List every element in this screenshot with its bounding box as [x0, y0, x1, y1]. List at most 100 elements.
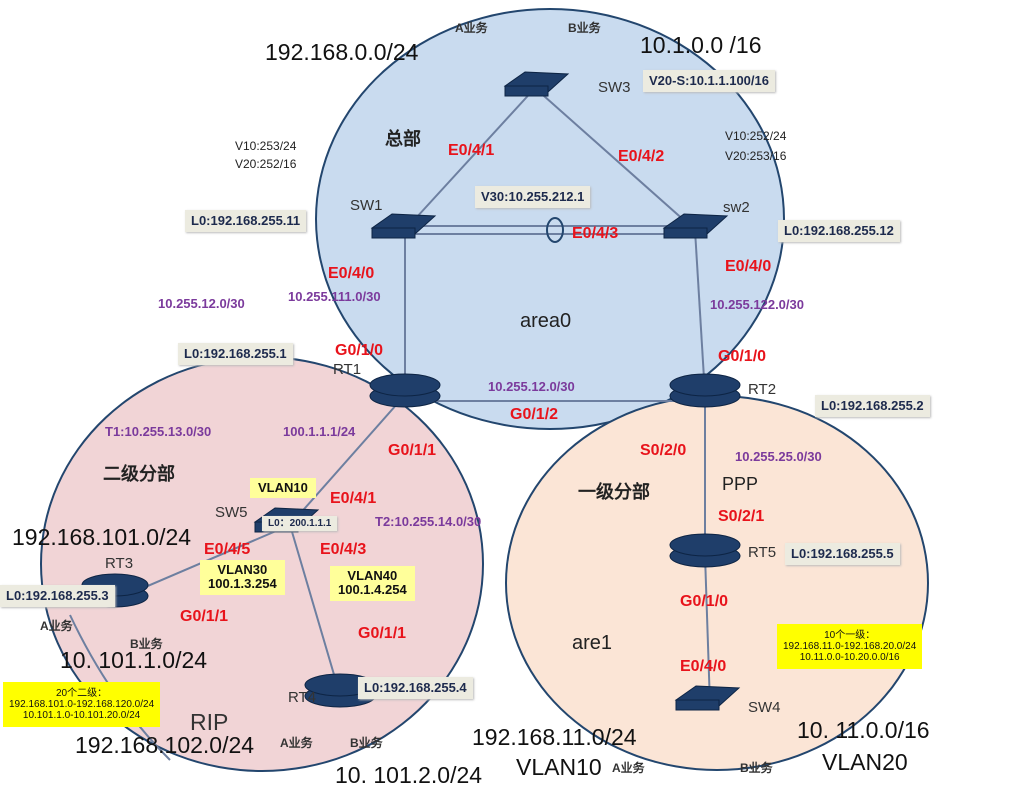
network-label: VLAN10: [516, 754, 602, 780]
link-label: 10.255.111.0/30: [288, 289, 381, 304]
rip-label: RIP: [190, 709, 229, 735]
are1-label: are1: [572, 632, 613, 654]
switch-icon-sw2: [662, 213, 729, 239]
interface-label: E0/4/1: [330, 490, 377, 507]
vlan40-address: 100.1.4.254: [338, 582, 407, 598]
vlan40-name: VLAN40: [347, 568, 398, 583]
switch-icon-sw3: [503, 71, 570, 97]
interface-label: S0/2/1: [718, 508, 765, 525]
switch-icon-sw4: [674, 685, 741, 711]
interface-label: S0/2/0: [640, 442, 687, 459]
network-label: 10.1.0.0 /16: [640, 32, 762, 58]
network-label: 192.168.102.0/24: [75, 732, 255, 758]
link-label: 10.255.12.0/30: [488, 379, 575, 394]
area0-label: area0: [520, 310, 572, 332]
vlan-label: V10:252/24: [725, 129, 787, 143]
network-label: 192.168.101.0/24: [12, 524, 192, 550]
loopback-box-sw5: L0：200.1.1.1: [262, 516, 338, 531]
link-label: 100.1.1.1/24: [283, 424, 356, 439]
link-label: 10.255.12.0/30: [158, 296, 245, 311]
vlan-label: V10:253/24: [235, 139, 297, 153]
note-line: 20个二级：: [56, 688, 108, 699]
interface-label: E0/4/1: [448, 142, 495, 159]
interface-label: E0/4/0: [680, 658, 727, 675]
loopback-box-rt1: L0:192.168.255.1: [178, 343, 293, 366]
note-line: 10.101.1.0-10.101.20.0/24: [22, 710, 141, 721]
interface-label: E0/4/3: [572, 225, 619, 242]
interface-label: G0/1/0: [335, 342, 384, 359]
router-icon-rt4: [304, 673, 376, 708]
interface-label: E0/4/2: [618, 148, 665, 165]
loopback-box-rt5: L0:192.168.255.5: [785, 543, 900, 566]
sw3-address-box: V20-S:10.1.1.100/16: [643, 70, 775, 93]
loopback-box-rt3: L0:192.168.255.3: [0, 585, 115, 608]
switch-icon-sw1: [370, 213, 437, 239]
first-level-region: [505, 395, 929, 771]
vlan-label: V20:253/16: [725, 149, 787, 163]
interface-label: G0/1/0: [680, 593, 729, 610]
interface-label: G0/1/0: [718, 348, 767, 365]
interface-label: G0/1/1: [180, 608, 229, 625]
service-a-label: A业务: [40, 619, 73, 633]
hq-label: 总部: [385, 129, 421, 149]
interface-label: E0/4/5: [204, 541, 251, 558]
interface-label: E0/4/3: [320, 541, 367, 558]
service-b-label: B业务: [740, 761, 773, 775]
note-line: 192.168.101.0-192.168.120.0/24: [9, 699, 155, 710]
loopback-box-sw1: L0:192.168.255.11: [185, 210, 307, 233]
vlan10-box: VLAN10: [250, 478, 316, 499]
interface-label: E0/4/0: [328, 265, 375, 282]
network-label: 192.168.0.0/24: [265, 39, 419, 65]
device-label-rt2: RT2: [748, 381, 777, 398]
device-label-sw4: SW4: [748, 699, 781, 716]
link-label: 10.255.25.0/30: [735, 449, 822, 464]
service-b-label: B业务: [350, 736, 383, 750]
device-label-sw2: sw2: [723, 199, 750, 216]
device-label-sw5: SW5: [215, 504, 248, 521]
note-line: 10个一级：: [824, 630, 876, 641]
interface-label: G0/1/1: [358, 625, 407, 642]
router-icon-rt1: [369, 373, 441, 408]
note-line: 10.11.0.0-10.20.0.0/16: [799, 652, 900, 663]
device-label-rt1: RT1: [333, 361, 362, 378]
device-label-rt4: RT4: [288, 689, 317, 706]
service-b-label: B业务: [568, 21, 601, 35]
second-level-label: 二级分部: [103, 464, 175, 484]
first-level-label: 一级分部: [578, 482, 650, 502]
service-b-label: B业务: [130, 637, 163, 651]
device-label-sw3: SW3: [598, 79, 631, 96]
loopback-box-sw2: L0:192.168.255.12: [778, 220, 900, 243]
vlan-label: V20:252/16: [235, 157, 297, 171]
interface-label: G0/1/2: [510, 406, 559, 423]
network-label: 192.168.11.0/24: [472, 724, 637, 750]
link-label: T2:10.255.14.0/30: [375, 514, 482, 529]
loopback-box-rt4: L0:192.168.255.4: [358, 677, 473, 700]
interface-label: G0/1/1: [388, 442, 437, 459]
service-a-label: A业务: [280, 736, 313, 750]
link-label: 10.255.122.0/30: [710, 297, 804, 312]
vlan30-name: VLAN30: [217, 562, 268, 577]
network-label: VLAN20: [822, 749, 908, 775]
service-a-label: A业务: [455, 21, 488, 35]
vlan30-address: 100.1.3.254: [208, 576, 277, 592]
device-label-rt3: RT3: [105, 555, 134, 572]
link-label: T1:10.255.13.0/30: [105, 424, 212, 439]
service-a-label: A业务: [612, 761, 645, 775]
network-label: 10. 101.1.0/24: [60, 647, 208, 673]
network-label: 10. 101.2.0/24: [335, 762, 483, 788]
note-line: 192.168.11.0-192.168.20.0/24: [783, 641, 917, 652]
interface-label: E0/4/0: [725, 258, 772, 275]
device-label-rt5: RT5: [748, 544, 777, 561]
v30-address-box: V30:10.255.212.1: [475, 186, 591, 209]
loopback-box-rt2: L0:192.168.255.2: [815, 395, 930, 418]
router-icon-rt5: [669, 533, 741, 568]
router-icon-rt2: [669, 373, 741, 408]
ppp-label: PPP: [722, 474, 759, 494]
device-label-sw1: SW1: [350, 197, 383, 214]
